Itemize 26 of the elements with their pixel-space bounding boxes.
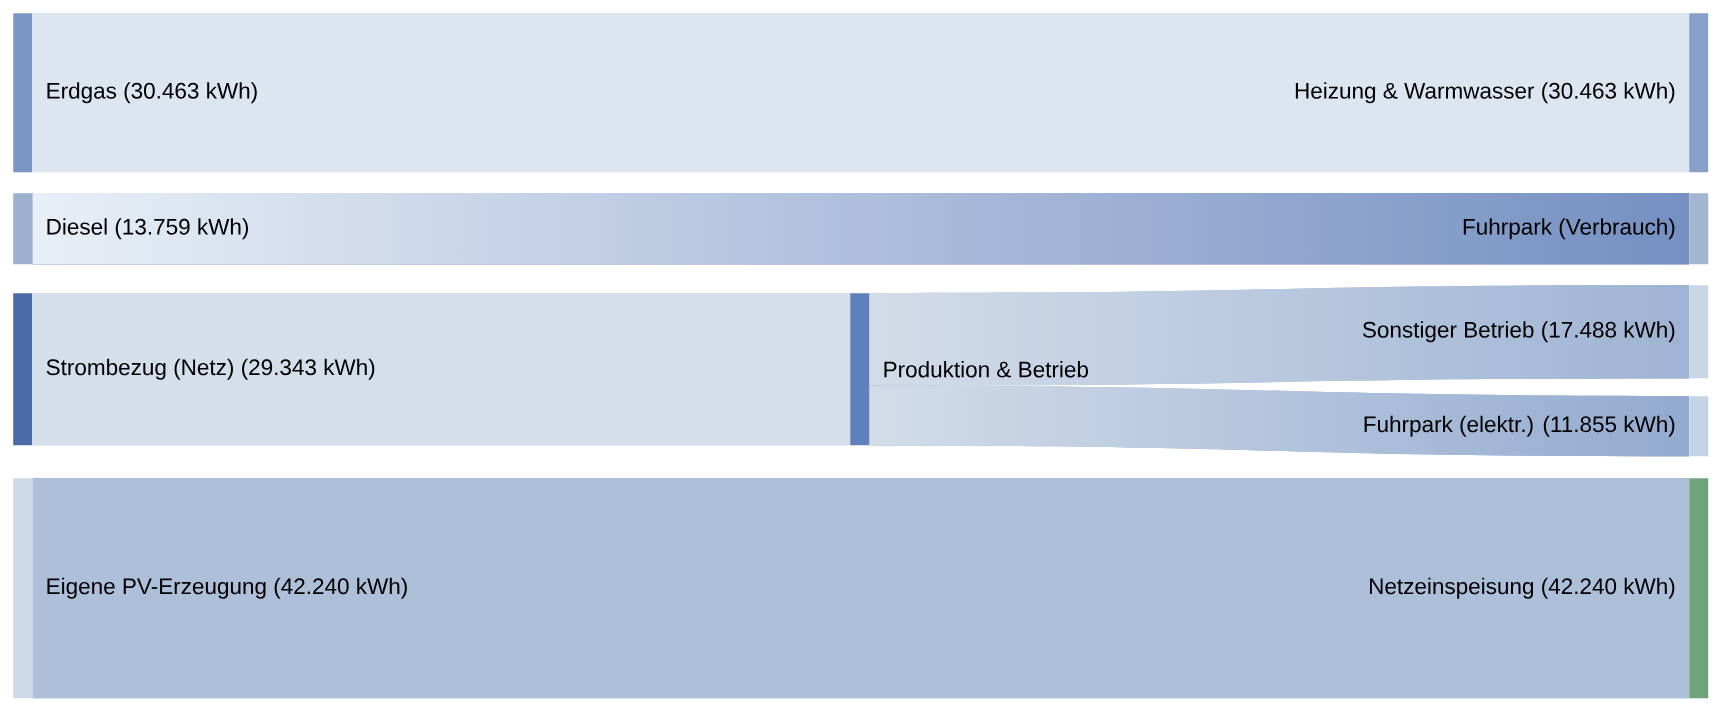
node-label: Diesel (13.759 kWh) <box>47 218 248 240</box>
node-label: Netzeinspeisung (42.240 kWh) <box>1370 577 1675 599</box>
flow-band <box>32 293 850 446</box>
flow-bar <box>13 478 33 699</box>
node-label: Strombezug (Netz) (29.343 kWh) <box>46 358 375 380</box>
node-label: Erdgas (30.463 kWh) <box>47 82 257 104</box>
flow-bar <box>850 293 870 446</box>
node-label: Sonstiger Betrieb (17.488 kWh) <box>1362 321 1675 343</box>
flow-bar <box>1689 193 1709 265</box>
flow-band <box>32 193 1689 265</box>
flow-band <box>869 385 1689 457</box>
flow-bar <box>13 293 33 446</box>
flow-bar <box>1689 478 1709 699</box>
node-label: Fuhrpark (Verbrauch) <box>1463 218 1675 240</box>
flow-band <box>32 13 1689 173</box>
flow-bar <box>13 13 33 173</box>
flow-bar <box>1689 285 1709 379</box>
flow-bar <box>13 193 33 265</box>
node-label: Fuhrpark (elektr.) (11.855 kWh) <box>1364 415 1675 437</box>
flow-band <box>869 285 1689 386</box>
node-label: Eigene PV-Erzeugung (42.240 kWh) <box>47 577 407 599</box>
flow-bar <box>1689 13 1709 173</box>
flow-band <box>32 478 1689 699</box>
flow-bar <box>1689 396 1709 457</box>
node-label: Produktion & Betrieb <box>884 360 1088 378</box>
node-label: Heizung & Warmwasser (30.463 kWh) <box>1295 82 1675 104</box>
